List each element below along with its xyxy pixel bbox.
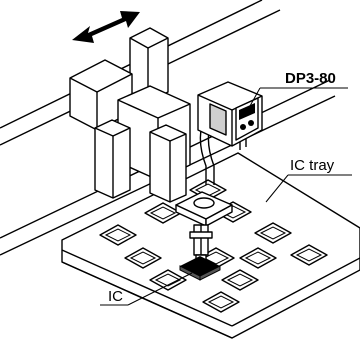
ic-tray [61,152,360,339]
motion-arrow [72,11,140,43]
ic-label: IC [108,288,123,305]
dp3-80-sensor [197,81,263,150]
label-group-sensor: DP3-80 [249,70,348,107]
label-group-tray: IC tray [265,157,352,203]
label-group-ic: IC [100,272,193,306]
tray-label: IC tray [290,157,335,174]
ic-chip [179,256,221,281]
gantry-head [69,27,191,203]
sensor-label: DP3-80 [285,70,336,87]
